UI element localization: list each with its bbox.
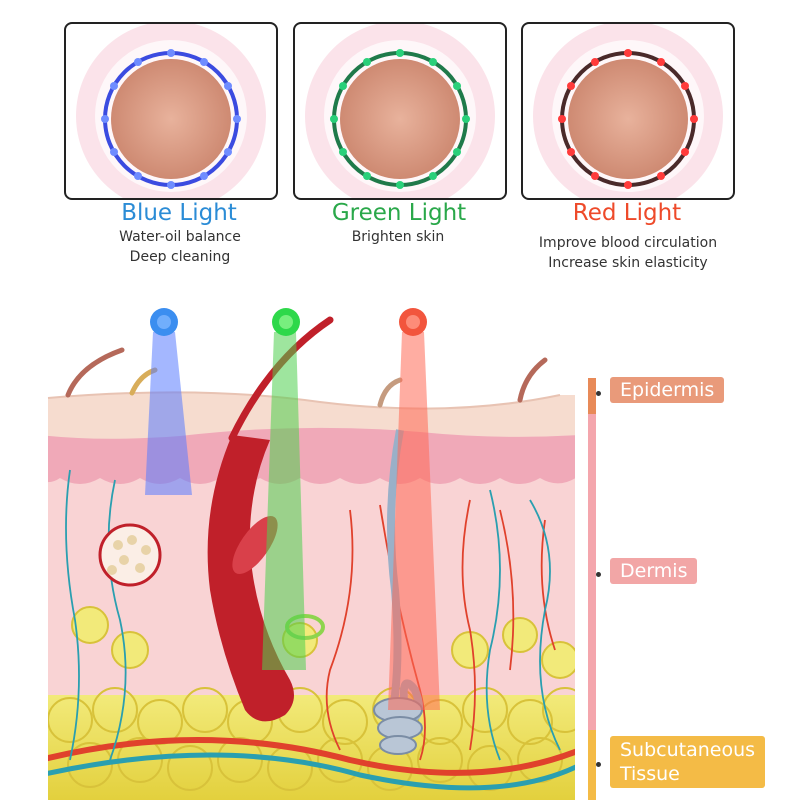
- dermis-dot: [596, 572, 601, 577]
- green-device-image: [305, 24, 495, 198]
- red-light-desc-1: Improve blood circulation: [538, 235, 718, 251]
- epidermis-dot: [596, 391, 601, 396]
- artery: [48, 737, 575, 776]
- epidermis-label: Epidermis: [610, 377, 725, 403]
- blue-light-title: Blue Light: [121, 200, 237, 226]
- red-light-panel: [521, 22, 735, 200]
- red-light-title: Red Light: [572, 200, 682, 226]
- arrector-muscle: [232, 516, 278, 574]
- green-led-dots: [330, 49, 470, 189]
- green-light-title: Green Light: [331, 200, 467, 226]
- blue-light-desc-1: Water-oil balance: [119, 229, 241, 245]
- subcutaneous-label: Subcutaneous Tissue: [610, 736, 766, 788]
- vein: [48, 752, 575, 791]
- dermis-bar: [588, 414, 596, 730]
- fat-cells: [48, 687, 575, 791]
- blue-light-desc-2: Deep cleaning: [129, 249, 231, 265]
- dermis-label: Dermis: [610, 558, 698, 584]
- green-light-beam: [262, 308, 306, 670]
- green-light-panel: [293, 22, 507, 200]
- skin-surface: [47, 391, 561, 410]
- blue-light-beam: [145, 308, 192, 495]
- epidermis-bar: [588, 378, 596, 414]
- blue-led-dots: [101, 49, 241, 189]
- red-light-beam: [388, 308, 440, 710]
- green-light-desc-1: Brighten skin: [351, 229, 445, 245]
- red-led-dots: [558, 49, 698, 189]
- subcutaneous-dot: [596, 762, 601, 767]
- blue-device-image: [76, 24, 266, 198]
- blue-light-panel: [64, 22, 278, 200]
- skin-layer-diagram: [47, 308, 575, 800]
- red-light-desc-2: Increase skin elasticity: [548, 255, 708, 271]
- subcutaneous-bar: [588, 730, 596, 800]
- sebaceous-gland: [98, 523, 162, 587]
- red-device-image: [533, 24, 723, 198]
- capillaries-blue: [65, 469, 561, 761]
